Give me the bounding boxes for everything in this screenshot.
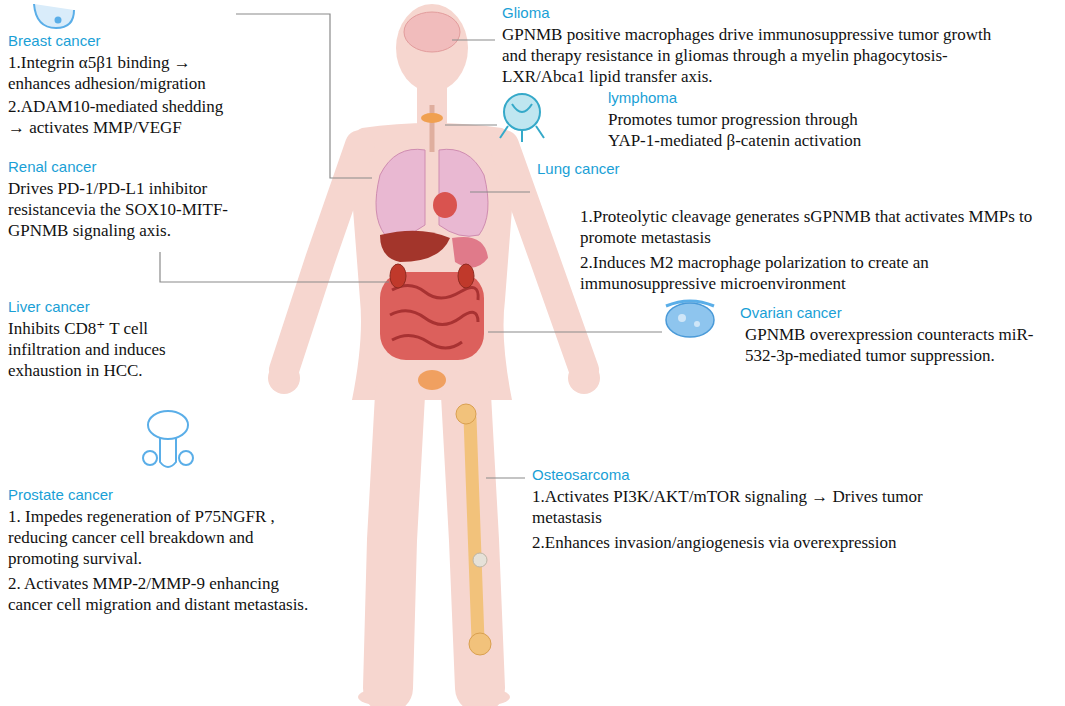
prostate-icon [143, 411, 193, 467]
illustration-part [284, 145, 360, 370]
illustration-part [396, 4, 468, 92]
illustration-part [469, 633, 491, 655]
mechanism-note: 2.Induces M2 macrophage polarization to … [580, 252, 1058, 294]
illustration-part [143, 451, 157, 465]
illustration-part [470, 191, 530, 192]
mechanism-note: Promotes tumor progression through YAP-1… [608, 109, 868, 151]
illustration-part [404, 12, 460, 52]
illustration-part [430, 105, 435, 152]
illustration-part [34, 4, 74, 28]
illustration-part [390, 285, 478, 348]
illustration-part [452, 237, 488, 268]
mechanism-note: 2. Activates MMP-2/MMP-9 enhancing cance… [8, 573, 318, 615]
illustration-part [179, 451, 193, 465]
illustration-part [421, 113, 443, 123]
mechanism-note: 1.Activates PI3K/AKT/mTOR signaling → Dr… [532, 486, 962, 528]
mechanism-note: 2.ADAM10-mediated shedding → activates M… [8, 96, 228, 138]
mechanism-note: GPNMB positive macrophages drive immunos… [502, 24, 992, 87]
illustration-part [376, 149, 425, 236]
illustration-part [433, 192, 457, 218]
cancer-heading: Glioma [502, 4, 550, 22]
illustration-part [694, 321, 700, 327]
mechanism-note: 1.Proteolytic cleavage generates sGPNMB … [580, 206, 1058, 248]
ovary-icon [666, 301, 714, 337]
mechanism-note: 1. Impedes regeneration of P75NGFR , red… [8, 506, 318, 569]
illustration-part [160, 252, 389, 282]
organs [376, 12, 488, 390]
human-silhouette [268, 4, 600, 705]
illustration-part [488, 331, 662, 332]
mechanism-note: Inhibits CD8⁺ T cell infiltration and in… [8, 318, 208, 381]
illustration-part [666, 303, 714, 337]
mechanism-note: GPNMB overexpression counteracts miR-532… [745, 324, 1055, 366]
illustration-part [380, 231, 450, 262]
mechanism-note: 1.Integrin α5β1 binding → enhances adhes… [8, 52, 228, 94]
illustration-part [445, 124, 497, 125]
illustration-part [160, 438, 176, 467]
illustration-part [388, 395, 400, 688]
illustration-part [504, 145, 584, 370]
illustration-part [500, 104, 544, 142]
illustration-part [236, 14, 372, 178]
cancer-heading: lymphoma [608, 89, 677, 107]
cancer-heading: Prostate cancer [8, 486, 113, 504]
illustration-part [458, 264, 474, 288]
mechanism-note: 2.Enhances invasion/angiogenesis via ove… [532, 532, 962, 553]
cancer-heading: Ovarian cancer [740, 304, 842, 322]
cancer-heading: Renal cancer [8, 158, 96, 176]
illustration-part [148, 411, 188, 439]
femur-bone [456, 404, 491, 655]
illustration-part [56, 18, 61, 23]
illustration-part [418, 370, 446, 390]
cancer-heading: Liver cancer [8, 298, 90, 316]
illustration-part [456, 404, 476, 424]
limbs [284, 145, 584, 688]
illustration-part [349, 123, 516, 400]
cancer-heading: Osteosarcoma [532, 466, 630, 484]
lymph-node-icon [500, 94, 544, 142]
illustration-part [390, 264, 406, 288]
illustration-part [452, 39, 495, 40]
illustration-part [473, 553, 487, 567]
mechanism-note: Drives PD-1/PD-L1 inhibitor resistancevi… [8, 178, 268, 241]
cancer-heading: Lung cancer [537, 160, 620, 178]
illustration-part [470, 418, 478, 640]
cancer-heading: Breast cancer [8, 32, 101, 50]
illustration-part [678, 314, 686, 322]
breast-icon [34, 4, 74, 28]
illustration-part [486, 477, 525, 478]
